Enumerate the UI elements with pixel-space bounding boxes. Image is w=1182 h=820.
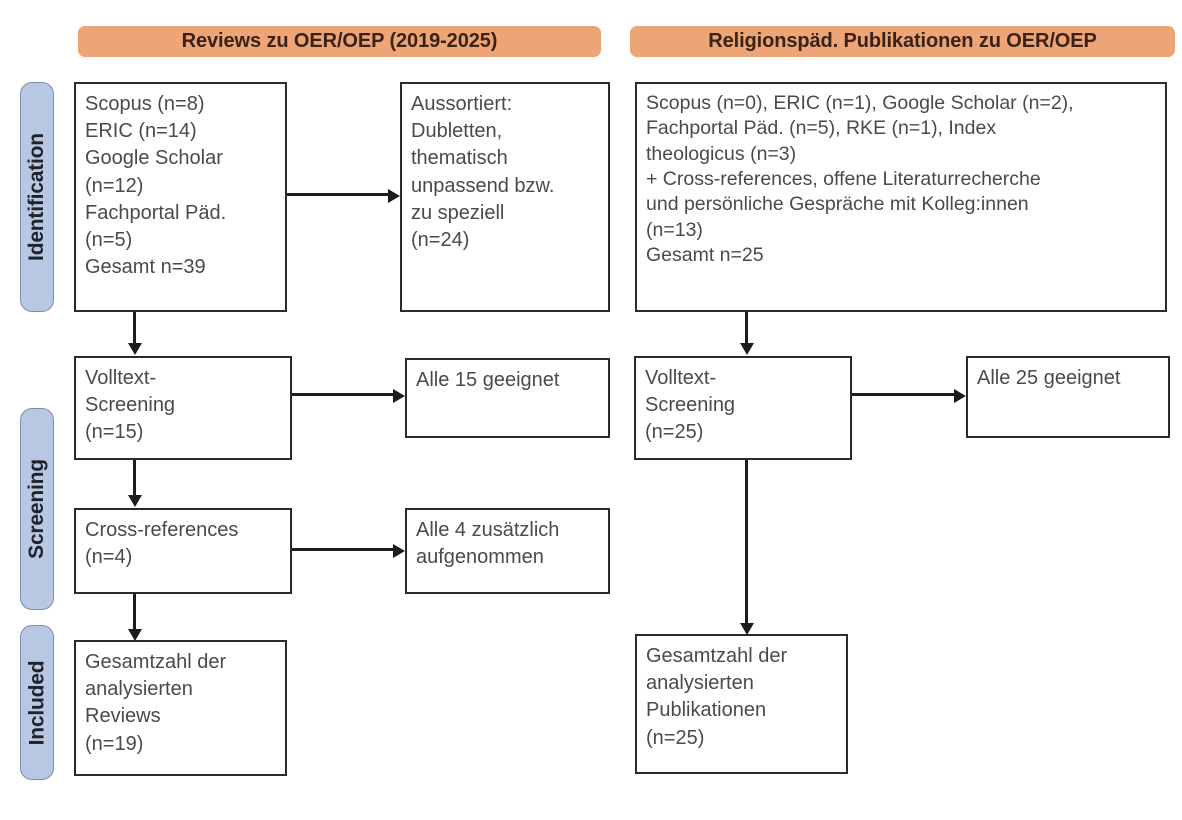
connector-right-screening-to-result [852,393,954,396]
connector-left-sources-to-excluded [287,193,388,196]
stage-label-screening: Screening [25,459,49,559]
arrowhead-left-crossrefs-to-included [128,629,142,641]
box-left-identification-sources: Scopus (n=8) ERIC (n=14) Google Scholar … [74,82,287,312]
arrowhead-right-sources-to-screening [740,343,754,355]
box-left-crossrefs: Cross-references (n=4) [74,508,292,594]
box-left-crossrefs-result: Alle 4 zusätzlich aufgenommen [405,508,610,594]
stage-pill-identification: Identification [20,82,54,312]
connector-left-screening-to-crossrefs [133,460,136,496]
arrowhead-right-screening-to-included [740,623,754,635]
stage-pill-screening: Screening [20,408,54,610]
box-left-included-total: Gesamtzahl der analysierten Reviews (n=1… [74,640,287,776]
column-header-reviews: Reviews zu OER/OEP (2019-2025) [78,26,601,57]
arrowhead-left-sources-to-excluded [388,189,400,203]
arrowhead-left-sources-to-screening [128,343,142,355]
box-right-fulltext-result: Alle 25 geeignet [966,356,1170,438]
connector-left-sources-to-screening [133,312,136,344]
arrowhead-left-screening-to-crossrefs [128,495,142,507]
box-left-fulltext-result: Alle 15 geeignet [405,358,610,438]
connector-left-crossrefs-to-result [292,548,393,551]
connector-right-screening-to-included [745,460,748,630]
box-right-identification-sources: Scopus (n=0), ERIC (n=1), Google Scholar… [635,82,1167,312]
stage-label-identification: Identification [25,133,48,261]
arrowhead-left-crossrefs-to-result [393,544,405,558]
box-left-identification-excluded: Aussortiert: Dubletten, thematisch unpas… [400,82,610,312]
box-right-fulltext-screening: Volltext- Screening (n=25) [634,356,852,460]
column-header-religionspaed: Religionspäd. Publikationen zu OER/OEP [630,26,1175,57]
stage-pill-included: Included [20,625,54,780]
connector-left-screening-to-result [292,393,393,396]
connector-right-sources-to-screening [745,312,748,344]
arrowhead-left-screening-to-result [393,389,405,403]
box-left-fulltext-screening: Volltext- Screening (n=15) [74,356,292,460]
stage-label-included: Included [25,660,48,745]
arrowhead-right-screening-to-result [954,389,966,403]
connector-left-crossrefs-to-included [133,594,136,630]
box-right-included-total: Gesamtzahl der analysierten Publikatione… [635,634,848,774]
